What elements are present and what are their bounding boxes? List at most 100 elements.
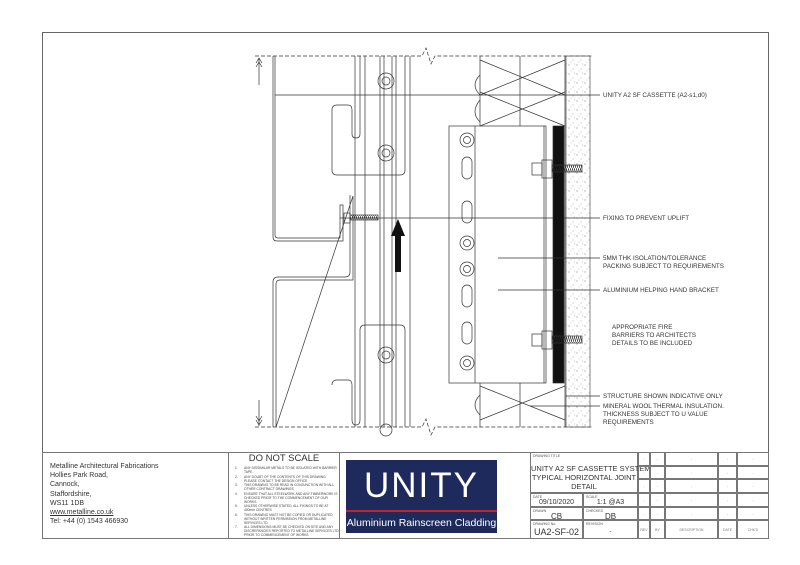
helping-hand-bracket	[448, 125, 547, 384]
note-item: 2.ANY DOUBT OF THE CONTENTS OF THIS DRAW…	[235, 474, 326, 483]
isolation-packing	[552, 125, 565, 384]
revision-cell: -	[650, 507, 665, 520]
checked-value: DB	[604, 511, 617, 521]
revision-cell: -	[650, 479, 665, 493]
do-not-scale-title: DO NOT SCALE	[248, 453, 320, 464]
revision-cell: -	[638, 466, 650, 479]
revision-header: BY	[650, 520, 665, 539]
checked-label: CHECKED	[586, 508, 604, 513]
revision-value: -	[609, 529, 612, 535]
company-phone: Tel: +44 (0) 1543 466930	[50, 518, 129, 526]
fixing-screw	[349, 214, 379, 221]
revision-cell: -	[718, 493, 737, 507]
revision-cell: -	[650, 452, 665, 466]
label-fire-2: BARRIERS TO ARCHITECTS	[612, 332, 696, 339]
revision-cell: -	[665, 493, 718, 507]
drawing-no-value: UA2-SF-02	[533, 527, 579, 537]
revision-header: DESCRIPTION	[665, 520, 718, 539]
company-address: Metalline Architectural Fabrications Hol…	[50, 462, 225, 526]
drawing-no-label: DRAWING No.	[533, 521, 557, 526]
drawing-info: DRAWING TITLE UNITY A2 SF CASSETTE SYSTE…	[530, 452, 769, 539]
label-fire-3: DETAILS TO BE INCLUDED	[612, 340, 693, 347]
revision-cell: -	[650, 466, 665, 479]
drawn-value: CB	[550, 511, 563, 521]
break-line-top	[255, 47, 592, 65]
revision-cell: -	[638, 452, 650, 466]
scale-cell: SCALE 1:1 @A3	[583, 493, 638, 507]
revision-cell: -	[737, 479, 769, 493]
label-bracket: ALUMINIUM HELPING HAND BRACKET	[603, 287, 719, 294]
revision-cell: -	[638, 493, 650, 507]
drawing-title-label: DRAWING TITLE	[533, 453, 561, 458]
company-website-link[interactable]: www.metalline.co.uk	[50, 509, 114, 517]
revision-cell: -	[718, 479, 737, 493]
notes-list: 1.ANY DISSIMILAR METALS TO BE ISOLATED W…	[235, 466, 339, 537]
address-line: Cannock,	[50, 481, 80, 489]
note-item: 5.UNLESS OTHERWISE STATED, ALL FIXINGS T…	[235, 504, 329, 512]
note-item: 7.ALL DIMENSIONS MUST BE CHECKED ON SITE…	[235, 525, 339, 537]
revision-cell: -	[737, 507, 769, 520]
revision-cell: -	[737, 493, 769, 507]
label-structure: STRUCTURE SHOWN INDICATIVE ONLY	[603, 393, 724, 400]
label-insulation-1: MINERAL WOOL THERMAL INSULATION.	[603, 403, 724, 410]
logo-subtitle: Aluminium Rainscreen Cladding	[346, 517, 497, 529]
scale-label: SCALE	[586, 494, 598, 499]
anchor-bolts	[531, 159, 583, 350]
label-insulation-2: THICKNESS SUBJECT TO U VALUE	[603, 411, 708, 418]
label-fire-1: APPROPRIATE FIRE	[612, 324, 672, 331]
label-packing-1: 5MM THK ISOLATION/TOLERANCE	[603, 255, 706, 262]
date-cell: DATE 09/10/2020	[530, 493, 583, 507]
revision-cell: REVISION -	[583, 520, 638, 539]
rail-screws	[377, 72, 395, 437]
logo-accent-bar	[346, 510, 497, 512]
notes-panel: DO NOT SCALE 1.ANY DISSIMILAR METALS TO …	[228, 452, 340, 539]
note-item: 6.THIS DRAWING MUST NOT BE COPIED OR DUP…	[235, 512, 333, 525]
note-item: 4.ENSURE THAT ALL STEELWORK AND ANY TIMB…	[235, 491, 338, 504]
revision-cell: -	[665, 479, 718, 493]
dimension-arrow-top	[255, 57, 263, 85]
date-label: DATE	[533, 494, 543, 499]
label-fixing: FIXING TO PREVENT UPLIFT	[603, 215, 689, 222]
revision-header: REV	[638, 520, 650, 539]
drawn-cell: DRAWN CB	[530, 507, 583, 520]
revision-header: CHK'D	[737, 520, 769, 539]
address-line: Hollies Park Road,	[50, 472, 108, 480]
label-cassette: UNITY A2 SF CASSETTE (A2-s1,d0)	[603, 92, 707, 99]
revision-cell: -	[665, 466, 718, 479]
revision-cell: -	[665, 507, 718, 520]
label-insulation-3: REQUIREMENTS	[603, 419, 654, 426]
revision-cell: -	[638, 507, 650, 520]
arrow-up-icon	[391, 219, 405, 272]
revision-cell: -	[650, 493, 665, 507]
revision-label: REVISION	[586, 521, 603, 526]
note-item: 1.ANY DISSIMILAR METALS TO BE ISOLATED W…	[235, 466, 337, 474]
revision-cell: -	[737, 452, 769, 466]
label-packing-2: PACKING SUBJECT TO REQUIREMENTS	[603, 263, 724, 270]
drawing-title-cell: DRAWING TITLE UNITY A2 SF CASSETTE SYSTE…	[530, 452, 651, 493]
note-item: 3.THIS DRAWING TO BE READ IN CONJUNCTION…	[235, 483, 334, 491]
scale-value: 1:1 @A3	[596, 499, 625, 506]
address-line: WS11 1DB	[50, 499, 85, 507]
revision-cell: -	[665, 452, 718, 466]
date-value: 09/10/2020	[538, 499, 575, 506]
drawn-label: DRAWN	[533, 508, 547, 513]
checked-cell: CHECKED DB	[583, 507, 638, 520]
drawing-no-cell: DRAWING No. UA2-SF-02	[530, 520, 583, 539]
bracket-fixings	[459, 132, 475, 371]
revision-cell: -	[718, 452, 737, 466]
break-line-bottom	[255, 418, 592, 436]
concrete-structure	[565, 55, 591, 428]
company-name: Metalline Architectural Fabrications	[50, 463, 159, 470]
revision-cell: -	[718, 507, 737, 520]
dimension-arrow-bottom	[255, 400, 263, 426]
cassette-lower	[272, 195, 354, 428]
cassette-upper	[272, 56, 344, 242]
vertical-rail	[354, 56, 411, 427]
revision-cell: -	[718, 466, 737, 479]
mineral-wool-insulation	[474, 56, 566, 427]
unity-logo: UNITY Aluminium Rainscreen Cladding	[346, 460, 497, 533]
revision-header: DATE	[718, 520, 737, 539]
revision-cell: -	[737, 466, 769, 479]
